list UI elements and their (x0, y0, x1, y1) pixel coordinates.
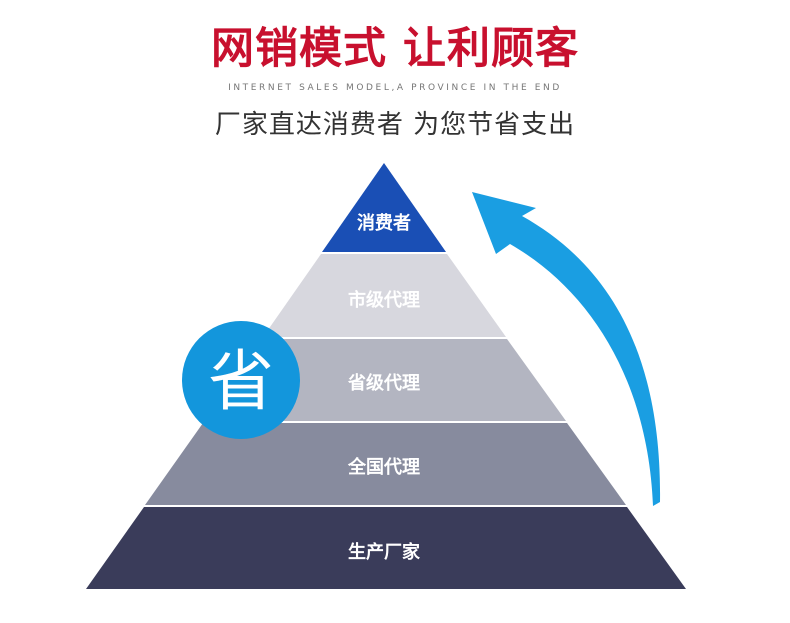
curved-up-arrow-shape (472, 192, 661, 506)
save-badge: 省 (182, 321, 300, 439)
page-title: 网销模式 让利顾客 (211, 24, 579, 74)
tier-province-agent-label: 省级代理 (347, 372, 420, 394)
subtitle-english: INTERNET SALES MODEL,A PROVINCE IN THE E… (228, 83, 562, 93)
pyramid: 消费者 市级代理 省级代理 全国代理 生产厂家 (86, 163, 686, 589)
curved-up-arrow-icon (472, 192, 661, 506)
tier-manufacturer-shape (86, 507, 686, 589)
save-badge-circle (182, 321, 300, 439)
tier-manufacturer-label: 生产厂家 (348, 541, 421, 563)
save-badge-label: 省 (208, 343, 274, 420)
tier-city-agent-shape (263, 254, 506, 337)
tier-consumer-shape (322, 163, 446, 252)
tier-city-agent-label: 市级代理 (348, 289, 420, 311)
tier-national-agent-label: 全国代理 (347, 456, 420, 478)
subtitle-chinese: 厂家直达消费者 为您节省支出 (214, 110, 576, 140)
tier-consumer-label: 消费者 (357, 212, 411, 234)
tier-national-agent-shape (145, 423, 626, 505)
